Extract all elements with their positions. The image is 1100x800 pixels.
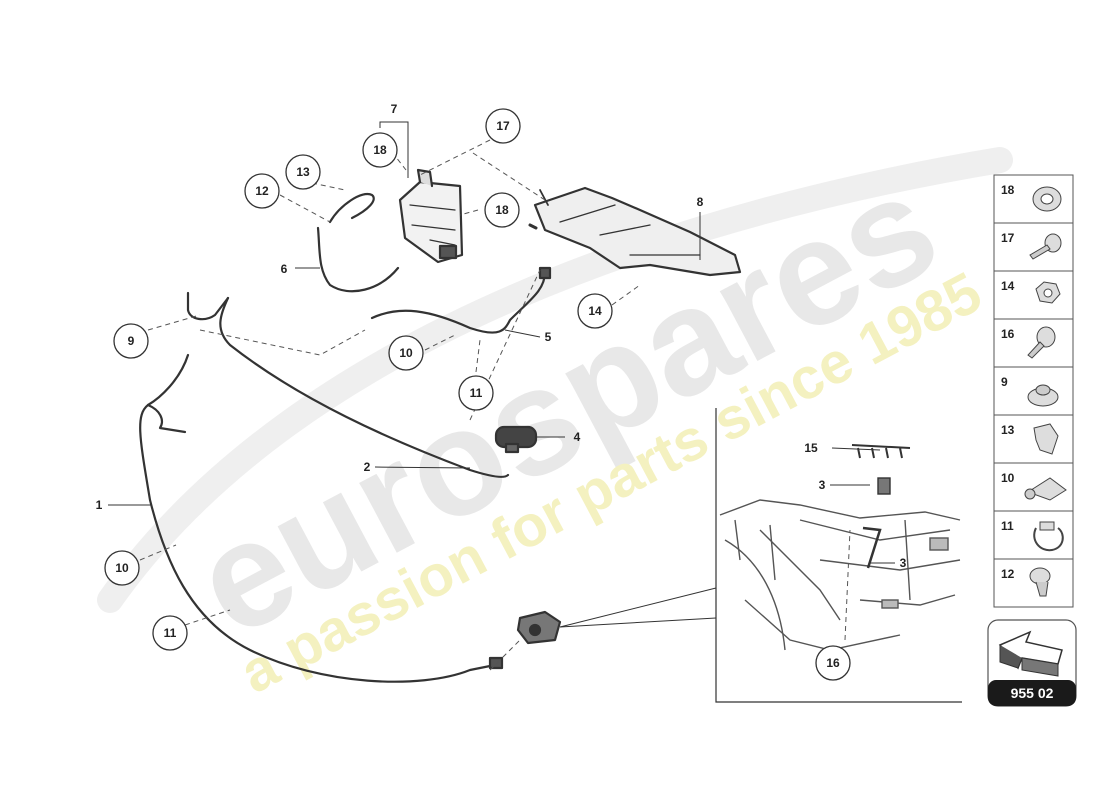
clip-9-icon: [1027, 384, 1059, 407]
legend-row-9: 9: [994, 375, 1073, 416]
callout-16: 16: [815, 645, 851, 681]
bolt-icon: [1029, 233, 1062, 260]
legend-number: 18: [1001, 183, 1015, 197]
grommet-icon: [1032, 186, 1062, 212]
legend-number: 14: [1001, 279, 1015, 293]
inset-frame: [715, 408, 962, 703]
legend: 18 17 14 16: [993, 174, 1074, 608]
hose-2: [219, 296, 510, 478]
nut-icon: [1035, 281, 1061, 304]
legend-number: 13: [1001, 423, 1015, 437]
reservoir-7: [398, 168, 464, 264]
clip-11-icon: [1033, 521, 1064, 552]
label-15: 15: [804, 441, 818, 455]
legend-number: 17: [1001, 231, 1015, 245]
hose-1-branch: [146, 403, 187, 434]
callout-18-right: 18: [484, 192, 520, 228]
inset-detail: [719, 444, 961, 651]
label-6: 6: [281, 262, 288, 276]
legend-row-13: 13: [994, 423, 1073, 464]
callout-label: 9: [128, 334, 135, 348]
callout-17: 17: [485, 108, 521, 144]
callout-18-top: 18: [362, 132, 398, 168]
callout-13: 13: [285, 154, 321, 190]
legend-row-17: 17: [994, 231, 1073, 272]
plain-labels: 7 8 6 5 4 2 1 15 3 3: [96, 102, 907, 570]
diagram-number: 955 02: [1011, 685, 1054, 701]
callout-11-lower: 11: [152, 615, 188, 651]
legend-number: 16: [1001, 327, 1015, 341]
hose-2-loop: [186, 291, 230, 321]
callout-label: 11: [164, 626, 177, 640]
callout-label: 16: [826, 656, 840, 670]
callout-label: 11: [470, 386, 483, 400]
legend-row-14: 14: [994, 279, 1073, 320]
legend-row-11: 11: [994, 519, 1073, 560]
label-3-top: 3: [819, 478, 826, 492]
legend-number: 11: [1001, 519, 1014, 533]
callout-label: 10: [399, 346, 413, 360]
screw-icon: [1027, 326, 1056, 359]
callout-label: 18: [373, 143, 387, 157]
hose-5-connector: [538, 266, 552, 280]
hose-6: [316, 226, 400, 293]
dashed-leaders: [139, 139, 851, 671]
hose-5: [370, 270, 547, 334]
callout-10-upper: 10: [388, 335, 424, 371]
callout-label: 14: [588, 304, 602, 318]
legend-number: 12: [1001, 567, 1015, 581]
callout-9: 9: [113, 323, 149, 359]
label-1: 1: [96, 498, 103, 512]
callout-14: 14: [577, 293, 613, 329]
tank-8: [528, 186, 742, 277]
housing-16: [516, 610, 562, 645]
diagram-badge: 955 02: [987, 619, 1077, 707]
direction-arrow-icon: [998, 630, 1063, 677]
callout-label: 10: [115, 561, 129, 575]
label-7: 7: [391, 102, 398, 116]
callout-12: 12: [244, 173, 280, 209]
parts: [139, 168, 742, 683]
clip-10-icon: [1024, 477, 1067, 501]
label-5: 5: [545, 330, 552, 344]
legend-row-12: 12: [1001, 567, 1051, 597]
label-2: 2: [364, 460, 371, 474]
callouts: 18 17 13 12 18 14 9 10: [104, 108, 851, 681]
callout-label: 17: [496, 119, 510, 133]
legend-row-16: 16: [994, 326, 1073, 368]
legend-row-10: 10: [994, 471, 1073, 512]
watermark-swoosh: [97, 147, 1013, 613]
hose-1-connector: [488, 656, 504, 670]
callout-label: 18: [495, 203, 509, 217]
hose-13-clip: [328, 192, 375, 224]
callout-10-lower: 10: [104, 550, 140, 586]
clip-12-icon: [1029, 567, 1051, 597]
label-4: 4: [574, 430, 581, 444]
legend-number: 9: [1001, 375, 1008, 389]
callout-label: 12: [255, 184, 269, 198]
label-8: 8: [697, 195, 704, 209]
label-3-inset: 3: [900, 556, 907, 570]
clip-13-icon: [1033, 423, 1059, 455]
callout-label: 13: [296, 165, 310, 179]
legend-number: 10: [1001, 471, 1015, 485]
callout-11-upper: 11: [458, 375, 494, 411]
legend-row-18: 18: [994, 183, 1073, 224]
